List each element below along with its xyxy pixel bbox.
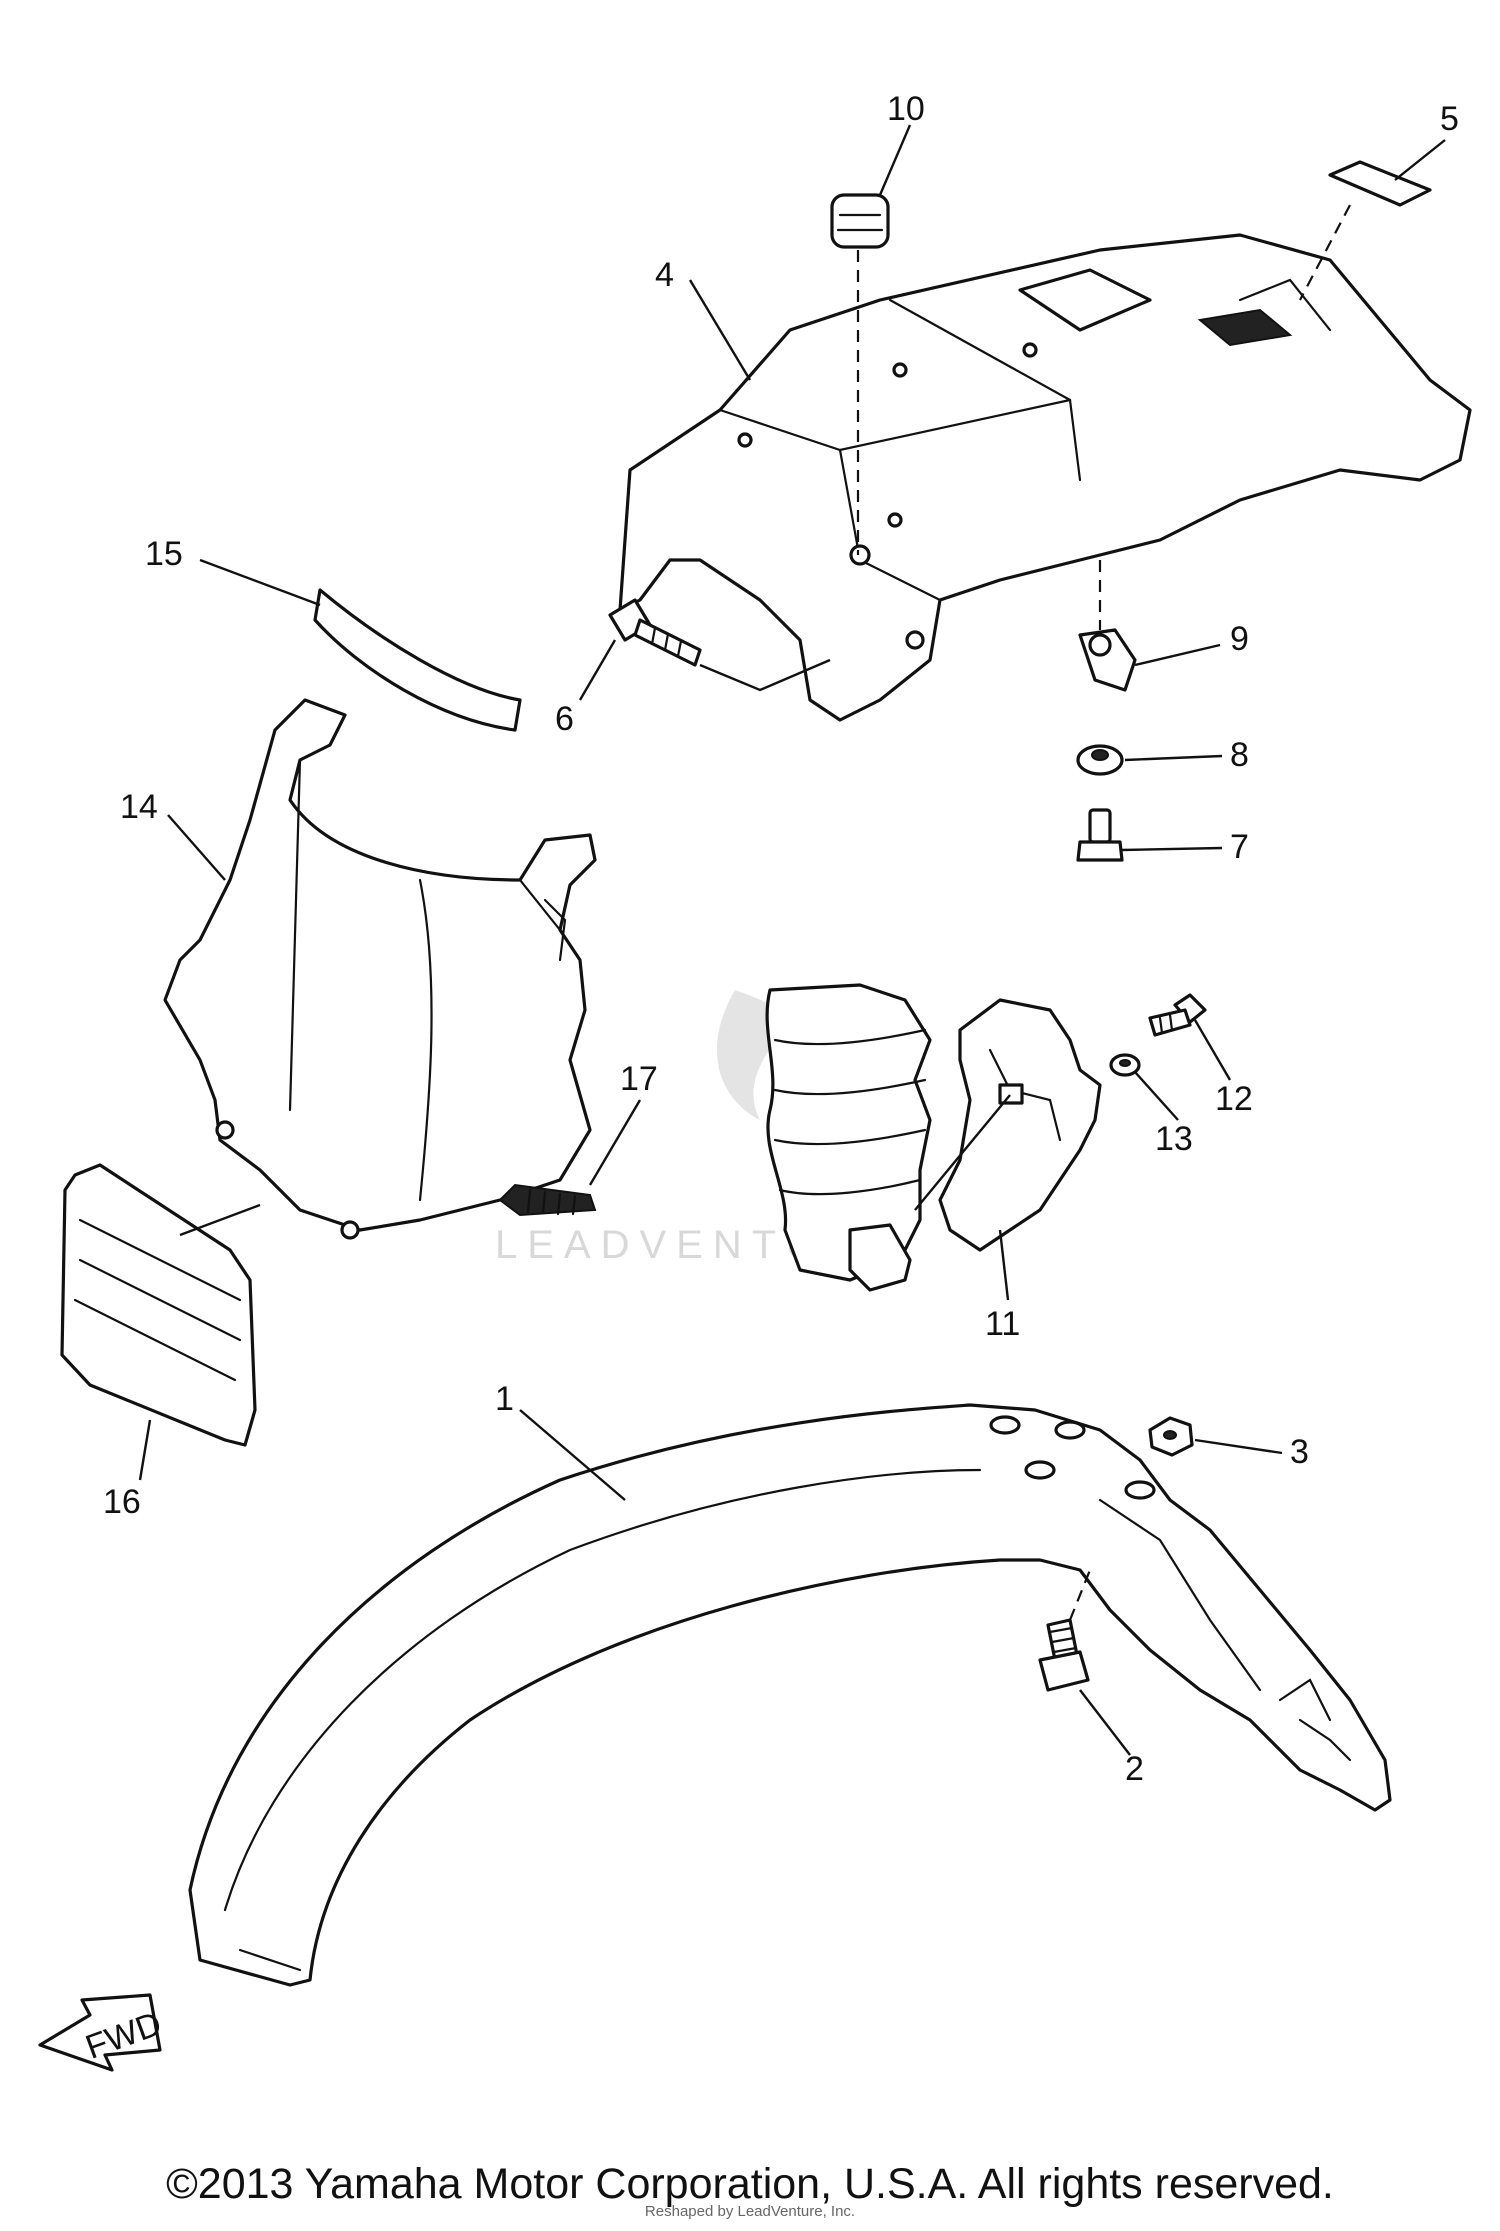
- callout-15[interactable]: 15: [145, 535, 183, 573]
- callout-11[interactable]: 11: [985, 1305, 1020, 1343]
- part-17-bolt: [498, 1183, 597, 1217]
- reshaped-note: Reshaped by LeadVenture, Inc.: [644, 2203, 856, 2220]
- part-13-washer: [1109, 1053, 1141, 1077]
- callout-14[interactable]: 14: [120, 788, 158, 826]
- part-4-rear-cover: [618, 233, 1472, 722]
- part-1-rear-fender: [188, 1403, 1392, 1987]
- callout-7[interactable]: 7: [1230, 828, 1249, 866]
- part-14-inner-fender: [163, 698, 597, 1240]
- callout-1[interactable]: 1: [495, 1380, 514, 1418]
- part-11-shock-guard: [765, 983, 1102, 1292]
- copyright-notice: ©2013 Yamaha Motor Corporation, U.S.A. A…: [166, 2160, 1334, 2208]
- part-10-grommet: [830, 193, 890, 249]
- part-12-bolt: [1148, 993, 1207, 1037]
- part-2-bolt: [1038, 1618, 1090, 1692]
- callout-3[interactable]: 3: [1290, 1433, 1309, 1471]
- part-8-collar: [1076, 744, 1124, 776]
- part-3-nut: [1148, 1416, 1194, 1457]
- part-15-strip: [313, 588, 522, 732]
- callout-5[interactable]: 5: [1440, 100, 1459, 138]
- callout-10[interactable]: 10: [887, 90, 925, 128]
- part-9-clip-nut: [1078, 628, 1137, 692]
- callout-9[interactable]: 9: [1230, 620, 1249, 658]
- part-16-cover-plate: [60, 1163, 257, 1447]
- callout-13[interactable]: 13: [1155, 1120, 1193, 1158]
- fwd-direction-arrow: FWD: [38, 1993, 167, 2072]
- callout-12[interactable]: 12: [1215, 1080, 1253, 1118]
- callout-17[interactable]: 17: [620, 1060, 658, 1098]
- part-7-bolt: [1076, 808, 1124, 862]
- callout-8[interactable]: 8: [1230, 736, 1249, 774]
- part-5-emblem: [1328, 160, 1432, 207]
- callout-4[interactable]: 4: [655, 256, 674, 294]
- callout-16[interactable]: 16: [103, 1483, 141, 1521]
- part-6-bolt: [608, 598, 702, 667]
- callout-2[interactable]: 2: [1125, 1750, 1144, 1788]
- callout-6[interactable]: 6: [555, 700, 574, 738]
